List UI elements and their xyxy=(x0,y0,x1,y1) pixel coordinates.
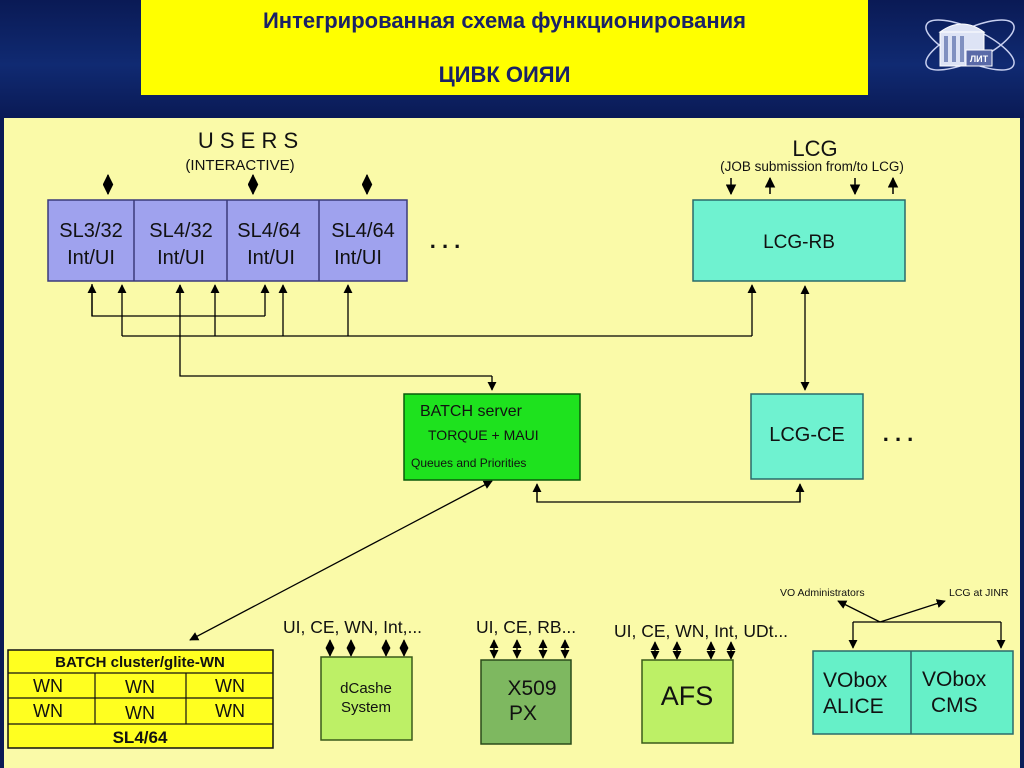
vobox-cms-line2: CMS xyxy=(931,694,978,717)
lcg-jinr-label: LCG at JINR xyxy=(949,587,1009,599)
user-node-3-line1: SL4/64 xyxy=(237,220,300,242)
afs-caption: UI, CE, WN, Int, UDt... xyxy=(614,621,788,641)
batch-server-queues: Queues and Priorities xyxy=(411,456,526,470)
lcg-title: LCG xyxy=(792,136,837,161)
vobox-group-box xyxy=(812,650,1014,735)
page-title: Интегрированная схема функционирования xyxy=(262,8,747,33)
lcg-ce-ellipsis: . . . xyxy=(883,421,914,446)
vobox-alice-line2: ALICE xyxy=(823,695,884,718)
x509-line1: X509 xyxy=(507,677,556,700)
wn-cell: WN xyxy=(125,677,155,697)
users-subtitle: (INTERACTIVE) xyxy=(185,157,294,174)
wn-cell: WN xyxy=(215,676,245,696)
user-node-1-line1: SL3/32 xyxy=(59,220,122,242)
page-subtitle: ЦИВК ОИЯИ xyxy=(438,62,571,87)
user-node-2-line1: SL4/32 xyxy=(149,220,212,242)
dcache-line2: System xyxy=(341,699,391,716)
wn-cell: WN xyxy=(33,701,63,721)
dcache-caption: UI, CE, WN, Int,... xyxy=(283,617,422,637)
vobox-alice-line1: VObox xyxy=(823,669,888,692)
batch-cluster-title: BATCH cluster/glite-WN xyxy=(55,654,225,671)
batch-cluster-box xyxy=(7,649,274,749)
lcg-rb-box xyxy=(692,199,906,282)
afs-label: AFS xyxy=(661,681,714,711)
batch-cluster-footer: SL4/64 xyxy=(113,728,168,747)
wn-cell: WN xyxy=(33,676,63,696)
jinr-logo-icon: ЛИТ xyxy=(925,19,1015,71)
lcg-ce-box xyxy=(750,393,864,480)
vobox-cms-line1: VObox xyxy=(922,668,987,691)
users-title: U S E R S xyxy=(198,128,298,153)
user-node-4-line2: Int/UI xyxy=(334,247,382,269)
lcg-subtitle: (JOB submission from/to LCG) xyxy=(720,159,904,174)
x509-caption: UI, CE, RB... xyxy=(476,617,576,637)
lcg-ce-label: LCG-CE xyxy=(769,424,845,446)
user-node-2-line2: Int/UI xyxy=(157,247,205,269)
afs-box xyxy=(641,659,734,744)
dcache-box xyxy=(320,656,413,741)
x509-box xyxy=(480,659,572,745)
logo-text: ЛИТ xyxy=(970,54,989,64)
user-node-1-line2: Int/UI xyxy=(67,247,115,269)
wn-cell: WN xyxy=(215,701,245,721)
user-node-3-line2: Int/UI xyxy=(247,247,295,269)
wn-cell: WN xyxy=(125,703,155,723)
dcache-line1: dCashe xyxy=(340,680,392,697)
batch-server-box xyxy=(403,393,581,481)
lcg-rb-label: LCG-RB xyxy=(763,232,835,253)
title-box: Интегрированная схема функционирования Ц… xyxy=(141,0,868,95)
batch-server-title: BATCH server xyxy=(420,403,523,420)
user-node-4-line1: SL4/64 xyxy=(331,220,394,242)
x509-line2: PX xyxy=(509,702,537,725)
vo-admins-label: VO Administrators xyxy=(780,587,865,599)
users-ellipsis: . . . xyxy=(430,228,461,253)
batch-server-software: TORQUE + MAUI xyxy=(428,427,539,443)
